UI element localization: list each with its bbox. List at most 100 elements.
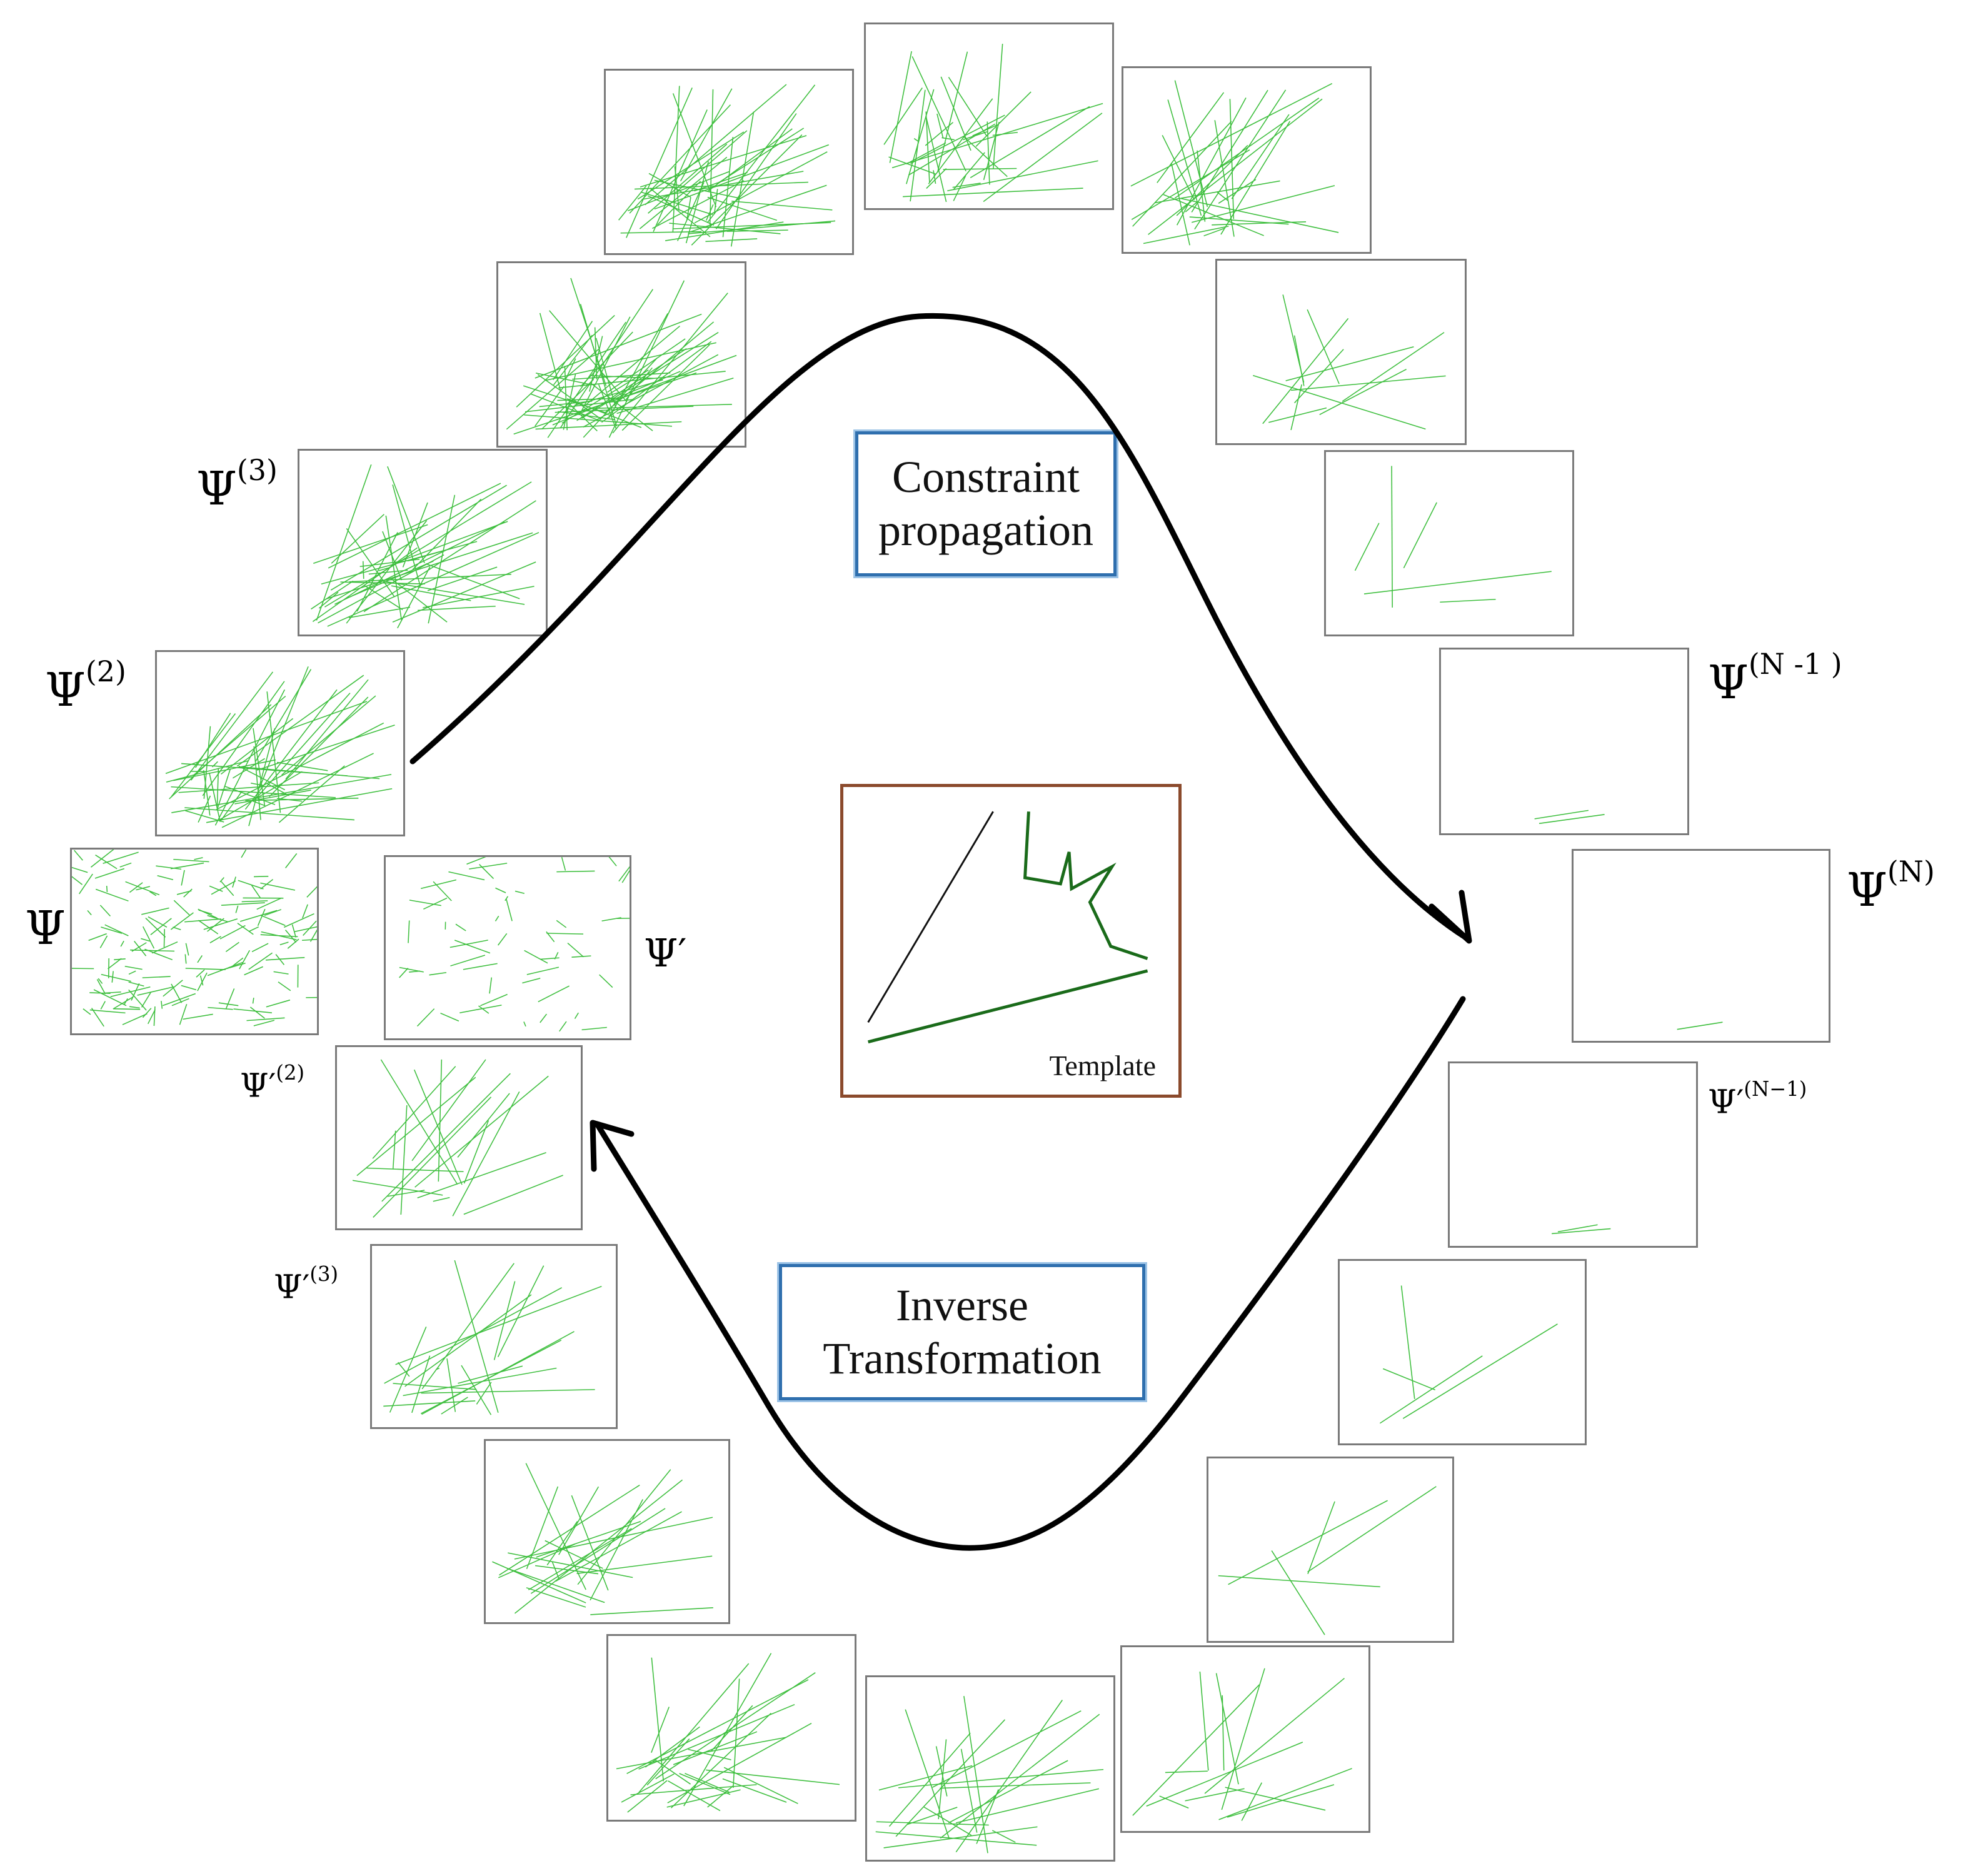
line-segment [1218, 1768, 1352, 1820]
line-segment [1379, 1355, 1483, 1424]
panel-forward-9 [1324, 450, 1574, 636]
line-segment [235, 905, 239, 913]
line-segment [524, 950, 548, 964]
line-segment [198, 795, 211, 823]
line-segment [1268, 407, 1327, 423]
line-segment [294, 926, 317, 932]
line-segment [926, 168, 947, 189]
line-segment [128, 989, 147, 1011]
line-segment [463, 1120, 489, 1184]
panel-forward-6-lines [883, 44, 1103, 203]
line-segment [287, 938, 299, 949]
inverse-line-1: Inverse [896, 1280, 1028, 1331]
line-segment [171, 998, 189, 1006]
line-segment [716, 128, 805, 184]
constraint-arrowhead [1428, 890, 1472, 944]
line-segment [423, 586, 535, 608]
line-segment [237, 923, 254, 935]
line-segment [72, 968, 94, 970]
template-label: Template [1049, 1050, 1156, 1081]
label-psi-n-minus-1: Ψ(N -1 ) [1708, 647, 1842, 710]
line-segment [433, 1196, 450, 1202]
line-segment [302, 938, 317, 941]
line-segment [285, 853, 298, 868]
line-segment [219, 925, 246, 940]
line-segment [508, 1552, 633, 1578]
line-segment [397, 566, 431, 629]
line-segment [397, 1362, 410, 1377]
line-segment [181, 985, 197, 991]
line-segment [540, 1013, 547, 1023]
line-segment [629, 104, 731, 214]
line-segment [264, 909, 282, 916]
line-segment [605, 321, 715, 413]
line-segment [676, 130, 748, 192]
panel-psi-2 [155, 650, 405, 836]
line-segment [216, 768, 231, 810]
line-segment [408, 920, 410, 943]
panel-psi-prime-2 [335, 1045, 583, 1230]
line-segment [331, 514, 384, 564]
line-segment [400, 1105, 408, 1215]
line-segment [148, 916, 168, 928]
line-segment [1220, 121, 1291, 235]
panel-psi-prime-3-lines [383, 1260, 602, 1415]
constraint-line-1: Constraint [892, 452, 1080, 503]
line-segment [380, 1059, 458, 1185]
line-segment [489, 977, 493, 994]
line-segment [120, 940, 124, 947]
line-segment [219, 877, 224, 883]
inverse-transformation-box: Inverse Transformation [777, 1262, 1147, 1402]
line-segment [523, 1021, 526, 1027]
line-segment [646, 1738, 690, 1786]
line-segment [253, 728, 266, 806]
line-segment [246, 1017, 285, 1021]
line-segment [236, 675, 364, 767]
line-segment [686, 197, 691, 221]
line-segment [103, 851, 139, 864]
line-segment [461, 1365, 492, 1415]
line-segment [1402, 1323, 1558, 1419]
line-segment [525, 1463, 586, 1590]
line-segment [1290, 384, 1302, 431]
line-segment [254, 876, 269, 878]
line-segment [1214, 120, 1235, 237]
line-segment [641, 191, 713, 216]
line-segment [638, 1703, 795, 1770]
line-segment [291, 924, 297, 938]
line-segment [723, 1767, 798, 1804]
line-segment [124, 998, 128, 1005]
line-segment [89, 1009, 126, 1014]
line-segment [195, 713, 231, 768]
line-segment [559, 1021, 567, 1032]
line-segment [208, 1006, 233, 1010]
line-segment [241, 850, 247, 858]
line-segment [983, 113, 1103, 203]
line-segment [1229, 99, 1235, 219]
panel-psi-3-lines [311, 464, 540, 629]
line-segment [404, 1294, 532, 1387]
line-segment [234, 790, 311, 805]
line-segment [225, 988, 235, 1009]
line-segment [469, 863, 508, 870]
line-segment [448, 871, 485, 881]
line-segment [947, 160, 1098, 192]
line-segment [209, 772, 221, 822]
line-segment [878, 1765, 973, 1791]
label-psi-3: Ψ(3) [196, 453, 278, 516]
line-segment [196, 969, 205, 978]
line-segment [260, 915, 286, 926]
constraint-propagation-box: Constraint propagation [853, 429, 1118, 578]
line-segment [953, 175, 966, 201]
line-segment [705, 204, 714, 221]
line-segment [1307, 309, 1340, 384]
line-segment [267, 783, 290, 796]
line-segment [706, 84, 816, 223]
line-segment [251, 885, 261, 898]
line-segment [173, 858, 209, 863]
line-segment [356, 532, 398, 612]
line-segment [679, 1773, 731, 1795]
line-segment [936, 51, 968, 173]
line-segment [905, 1709, 950, 1839]
line-segment [627, 1780, 668, 1813]
